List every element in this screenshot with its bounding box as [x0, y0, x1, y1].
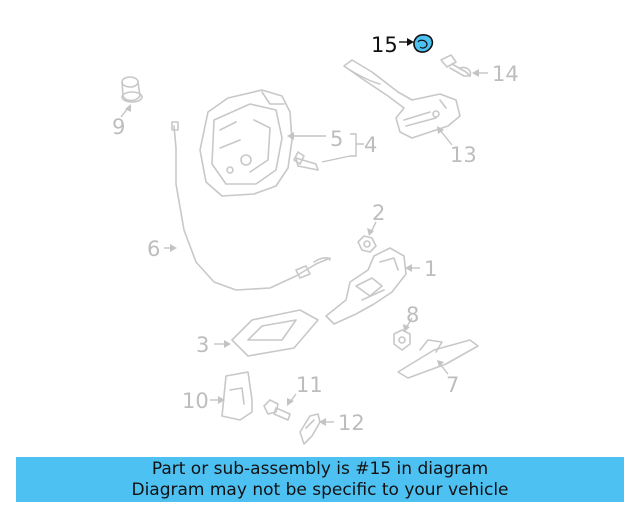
- part-5-latch[interactable]: [199, 89, 293, 197]
- part-4-pin[interactable]: [293, 151, 319, 171]
- callout-13[interactable]: 13: [450, 143, 477, 167]
- callout-5[interactable]: 5: [330, 127, 343, 151]
- part-9-plug[interactable]: [121, 76, 143, 103]
- part-12-clip[interactable]: [299, 413, 321, 445]
- callout-1[interactable]: 1: [424, 257, 437, 281]
- part-1-striker[interactable]: [325, 247, 407, 325]
- parts-diagram: 15 14 13 9 5 4: [112, 33, 519, 445]
- part-10-block[interactable]: [221, 371, 253, 421]
- arrow-15: [407, 38, 414, 46]
- callout-14[interactable]: 14: [492, 62, 519, 86]
- info-banner: Part or sub-assembly is #15 in diagram D…: [16, 457, 624, 502]
- banner-line-2: Diagram may not be specific to your vehi…: [131, 480, 509, 500]
- part-8-clip[interactable]: [393, 329, 411, 351]
- banner-line-1: Part or sub-assembly is #15 in diagram: [151, 459, 489, 479]
- callout-4[interactable]: 4: [364, 133, 377, 157]
- callout-11[interactable]: 11: [296, 373, 323, 397]
- part-3-tray[interactable]: [231, 309, 319, 357]
- callout-2[interactable]: 2: [372, 201, 385, 225]
- callout-12[interactable]: 12: [338, 411, 365, 435]
- part-2-nut[interactable]: [357, 235, 377, 253]
- callout-10[interactable]: 10: [182, 389, 209, 413]
- part-6-cable[interactable]: [171, 121, 331, 291]
- callout-7[interactable]: 7: [446, 373, 459, 397]
- callout-6[interactable]: 6: [147, 237, 160, 261]
- callout-15[interactable]: 15: [371, 33, 398, 57]
- part-13-bracket[interactable]: [343, 59, 461, 139]
- part-11-screw[interactable]: [263, 399, 291, 421]
- part-7-handle[interactable]: [397, 339, 479, 379]
- part-15-clip[interactable]: [413, 34, 434, 53]
- callout-8[interactable]: 8: [406, 303, 419, 327]
- part-14-bolt[interactable]: [440, 54, 472, 77]
- callout-9[interactable]: 9: [112, 115, 125, 139]
- callout-3[interactable]: 3: [196, 333, 209, 357]
